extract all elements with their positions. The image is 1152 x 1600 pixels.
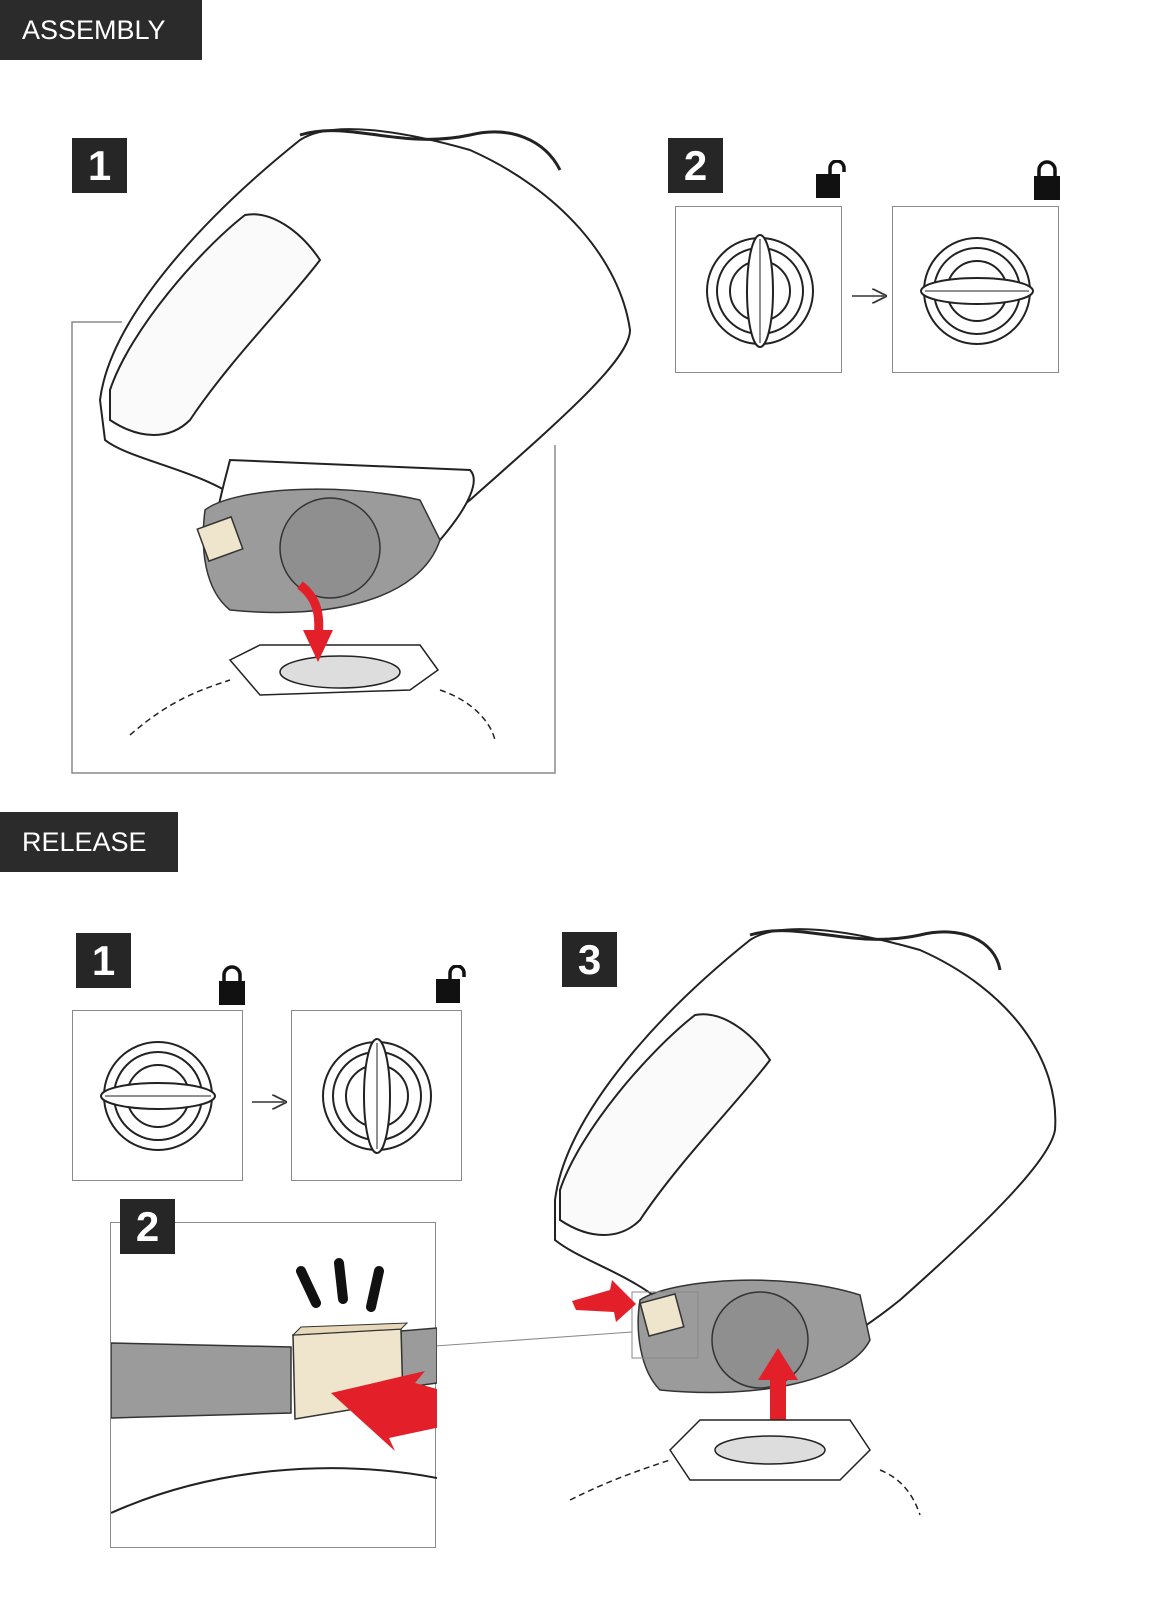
- lock-open-icon: [436, 964, 472, 1010]
- tank-ring-illustration: [129, 644, 496, 741]
- release-button: [196, 515, 244, 563]
- red-arrow-up: [758, 1348, 798, 1435]
- step-badge: 1: [72, 138, 127, 193]
- tank-ring-illustration: [569, 1419, 921, 1516]
- dial-locked-box: [72, 1010, 243, 1181]
- red-arrow-press: [331, 1371, 437, 1451]
- dial-locked-box: [892, 206, 1059, 373]
- release-button: [639, 1293, 685, 1337]
- assembly-step1-frame: [71, 321, 556, 774]
- dial-unlocked-box: [675, 206, 842, 373]
- section-banner-release: RELEASE: [0, 812, 178, 872]
- step-badge: 1: [76, 933, 131, 988]
- step-badge: 2: [120, 1199, 175, 1254]
- step-badge: 2: [668, 138, 723, 193]
- lock-closed-icon: [1034, 160, 1060, 205]
- dial-unlocked-box: [291, 1010, 462, 1181]
- red-arrow-left: [572, 1280, 636, 1322]
- lock-open-icon: [816, 159, 852, 205]
- lock-closed-icon: [219, 965, 245, 1010]
- tank-bag-illustration-release: [554, 928, 1057, 1372]
- section-banner-assembly: ASSEMBLY: [0, 0, 202, 60]
- step-badge: 3: [562, 932, 617, 987]
- release-button-detail-box: [110, 1222, 437, 1548]
